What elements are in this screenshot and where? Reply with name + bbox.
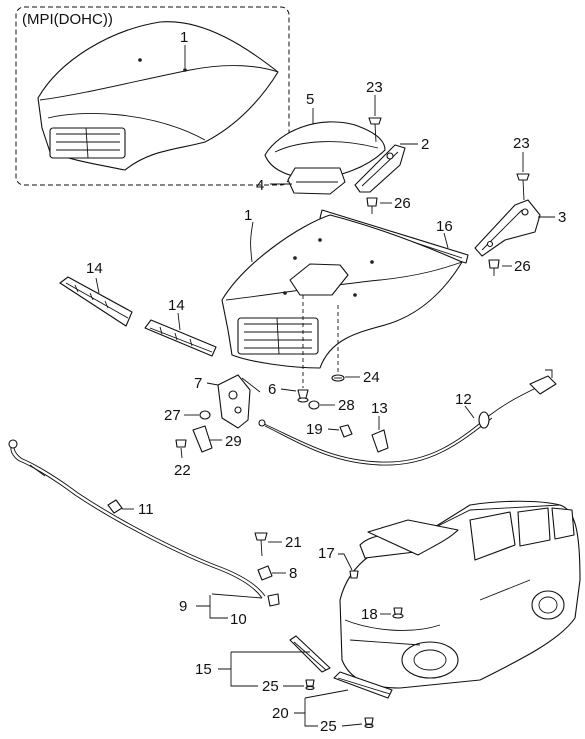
hinge-nut-lower	[488, 259, 500, 276]
callout-19: 19	[306, 421, 323, 438]
callout-29: 29	[225, 433, 242, 450]
hinge-bolt-upper	[368, 117, 382, 143]
grille-strip-15	[289, 635, 331, 673]
hinge-nut-upper	[366, 197, 378, 214]
callout-6: 6	[268, 381, 276, 398]
vehicle-minivan	[339, 500, 581, 689]
inset-box	[15, 6, 290, 186]
bracket-9-10	[196, 593, 263, 619]
callout-23-b: 23	[513, 135, 530, 152]
callout-3: 3	[558, 209, 566, 226]
hinge-bolt-lower	[516, 173, 530, 201]
latch-nut-27	[199, 410, 211, 420]
rod-clamp-8	[257, 565, 273, 581]
inset-hood-panel	[37, 21, 279, 171]
callout-5: 5	[306, 91, 314, 108]
cowl-strip-left	[59, 276, 133, 327]
hood-release-cable	[258, 369, 557, 466]
callout-26-a: 26	[394, 195, 411, 212]
callout-17: 17	[318, 545, 335, 562]
callout-2: 2	[421, 136, 429, 153]
hood-panel-main	[221, 214, 463, 369]
inset-label: (MPI(DOHC))	[22, 11, 113, 28]
bracket-15-25	[218, 651, 310, 687]
callout-9: 9	[179, 598, 187, 615]
callout-11: 11	[138, 501, 154, 518]
callout-20: 20	[272, 705, 289, 722]
callout-25-b: 25	[320, 718, 337, 735]
callout-21: 21	[285, 534, 302, 551]
callout-12: 12	[455, 391, 472, 408]
hood-support-rod	[8, 439, 266, 599]
clip-28	[308, 400, 320, 410]
clip-25-a	[305, 679, 315, 691]
callout-1-main: 1	[244, 207, 252, 224]
latch-bracket-29	[192, 425, 213, 453]
callout-24: 24	[363, 369, 380, 386]
callout-26-b: 26	[514, 258, 531, 275]
rod-clip-11	[107, 499, 123, 514]
callout-27: 27	[164, 407, 181, 424]
hood-bumper-6	[297, 389, 309, 403]
rod-grommet-10	[267, 593, 280, 607]
callout-28: 28	[338, 397, 355, 414]
callout-15: 15	[195, 661, 212, 678]
cable-clip-13	[371, 429, 389, 453]
hood-latch	[217, 374, 261, 429]
callout-22: 22	[174, 462, 191, 479]
cowl-strip-right	[144, 319, 217, 357]
callout-14-b: 14	[168, 297, 185, 314]
clip-25-b	[364, 717, 374, 729]
scoop-seal	[287, 167, 346, 195]
hood-hinge-left	[474, 199, 541, 257]
callout-7: 7	[194, 375, 202, 392]
fender-bolt-17	[349, 570, 359, 579]
grille-strip-20	[333, 671, 393, 699]
callout-16: 16	[436, 218, 453, 235]
callout-10: 10	[230, 611, 247, 628]
callout-14-a: 14	[86, 260, 103, 277]
callout-23-a: 23	[366, 79, 383, 96]
hood-air-scoop	[264, 121, 386, 179]
callout-1-top: 1	[180, 29, 188, 46]
hood-bumper-24	[331, 374, 345, 382]
callout-4: 4	[256, 177, 264, 194]
callout-25-a: 25	[262, 678, 279, 695]
callout-18: 18	[361, 606, 378, 623]
clip-19	[339, 424, 353, 438]
callout-8: 8	[289, 565, 297, 582]
bracket-20-25	[294, 689, 349, 727]
latch-bolt-22	[175, 439, 187, 448]
rod-bolt-21	[254, 532, 268, 557]
hood-hinge-right	[354, 144, 406, 193]
bumper-18	[392, 607, 404, 619]
callout-13: 13	[371, 400, 388, 417]
